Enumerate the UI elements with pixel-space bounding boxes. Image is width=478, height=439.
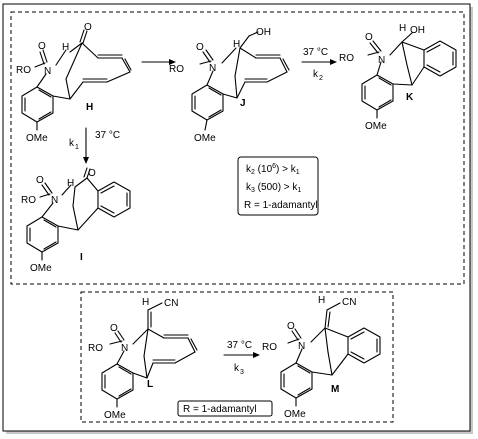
l-ro-label: RO (88, 343, 103, 354)
rate-line-3: R = 1-adamantyl (244, 200, 318, 211)
bottom-r-def: R = 1-adamantyl (183, 404, 257, 415)
compound-i: OMe N O RO H O I (21, 167, 131, 274)
j-carbonyl-o: O (196, 42, 204, 53)
k3-subscript: 3 (240, 369, 244, 376)
m-h-label: H (318, 295, 325, 306)
label-compound-j: J (240, 98, 246, 109)
k-n-label: N (378, 55, 385, 66)
k-ro-label: RO (339, 53, 354, 64)
m-carbonyl-o: O (287, 321, 295, 332)
k-oh-label: OH (410, 25, 425, 36)
l-h-label: H (142, 297, 149, 308)
label-compound-m: M (331, 384, 339, 395)
temp-l-m: 37 °C (227, 340, 252, 351)
j-oh-label: OH (256, 27, 271, 38)
compound-j: OMe N O RO H OH J (169, 27, 290, 144)
h-ro-label: RO (16, 65, 31, 76)
l-cn-label: CN (164, 298, 178, 309)
k1-subscript: 1 (75, 144, 79, 151)
bottom-r-box: R = 1-adamantyl (177, 400, 273, 417)
k-h-label: H (399, 23, 406, 34)
temp-h-i: 37 °C (95, 130, 120, 141)
i-carbonyl-o: O (36, 175, 44, 186)
l-carbonyl-o: O (110, 323, 118, 334)
i-ro-label: RO (21, 195, 36, 206)
bottom-dashed-box (80, 291, 394, 423)
l-n-label: N (121, 343, 128, 354)
h-aldehyde-o: O (84, 22, 92, 33)
k2-label: k (313, 69, 319, 80)
h-h-label: H (62, 42, 69, 53)
rate-line-1: k2 (106) > k1 (246, 163, 300, 176)
k3-label: k (234, 363, 240, 374)
label-compound-k: K (406, 92, 414, 103)
compound-m: OMe N O RO H CN M (262, 295, 381, 420)
j-ome-label: OMe (194, 133, 216, 144)
compound-h: OMe N O RO H O H (16, 22, 132, 144)
label-compound-l: L (147, 379, 153, 390)
j-n-label: N (209, 63, 216, 74)
i-n-label: N (51, 195, 58, 206)
i-h-label: H (67, 178, 74, 189)
i-ome-label: OMe (30, 263, 52, 274)
rate-box: k2 (106) > k1 k3 (500) > k1 R = 1-adaman… (237, 156, 319, 216)
temp-j-k: 37 °C (303, 47, 328, 58)
m-n-label: N (298, 341, 305, 352)
k1-label: k (69, 138, 75, 149)
i-aldehyde-o: O (88, 168, 96, 179)
top-dashed-box (10, 11, 465, 285)
m-cn-label: CN (342, 297, 356, 308)
k-carbonyl-o: O (365, 32, 373, 43)
compound-l: OMe N O RO H CN L (88, 297, 198, 421)
label-compound-i: I (80, 252, 83, 263)
label-compound-h: H (86, 102, 93, 113)
k-ome-label: OMe (365, 121, 387, 132)
h-carbonyl-o: O (38, 41, 46, 52)
l-ome-label: OMe (104, 410, 126, 421)
h-n-label: N (44, 66, 51, 77)
outer-frame (2, 3, 471, 432)
compound-k: OMe N O RO H OH K (339, 23, 457, 132)
m-ro-label: RO (262, 342, 277, 353)
j-h-label: H (233, 39, 240, 50)
m-ome-label: OMe (284, 409, 306, 420)
rate-line-2: k3 (500) > k1 (246, 182, 301, 194)
h-ome-label: OMe (26, 133, 48, 144)
j-ro-label: RO (169, 64, 184, 75)
k2-subscript: 2 (319, 75, 323, 82)
